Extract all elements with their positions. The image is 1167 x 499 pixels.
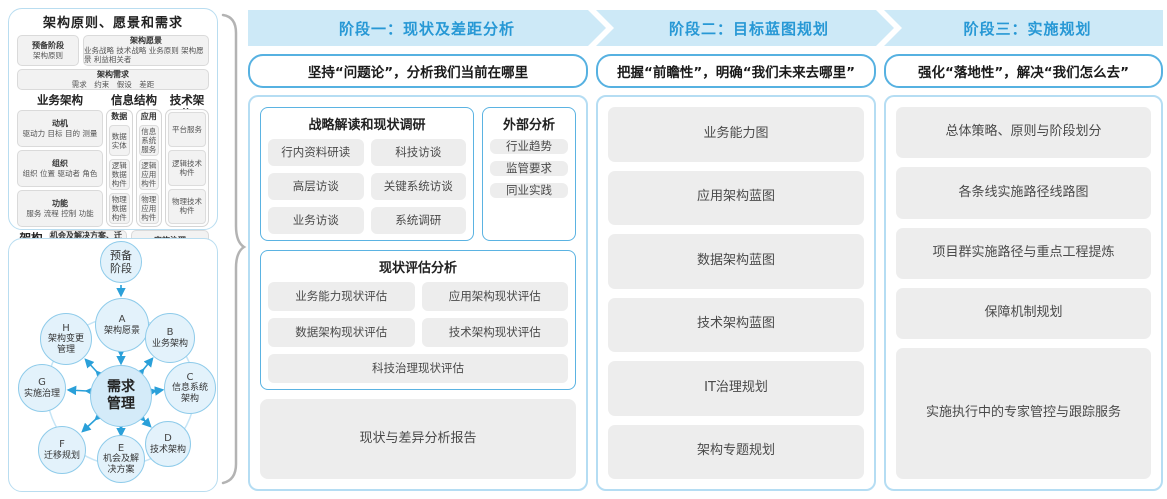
phase3-item: 总体策略、原则与阶段划分 [896,107,1151,159]
adm-node-b: B 业务架构 [145,313,195,363]
phase3-content-panel: 总体策略、原则与阶段划分 各条线实施路径线路图 项目群实施路径与重点工程提炼 保… [884,95,1163,491]
strategy-research-title: 战略解读和现状调研 [308,118,426,133]
phase1-ribbon: 阶段一：现状及差距分析 [248,10,606,46]
organization-items: 组织 位置 驱动者 角色 [22,168,98,178]
phase3-item: 项目群实施路径与重点工程提炼 [896,227,1151,279]
function-title: 功能 [52,198,68,208]
prep-phase-sub: 架构原则 [33,50,63,60]
physical-data-component-box: 物理数据构件 [109,193,130,225]
current-state-assessment-group: 现状评估分析 业务能力现状评估 应用架构现状评估 数据架构现状评估 技术架构现状… [260,250,576,390]
strategy-item: 行内资料研读 [268,139,364,166]
data-subtitle: 数据 [111,112,128,122]
physical-tech-component-box: 物理技术构件 [168,188,206,225]
strategy-item: 关键系统访谈 [370,173,466,200]
strategy-item: 科技访谈 [370,139,466,166]
strategy-item: 高层访谈 [268,173,364,200]
business-function-box: 功能 服务 流程 控制 功能 [17,190,103,228]
adm-node-g: G 实施治理 [18,364,66,412]
prep-phase-box: 预备阶段 架构原则 [17,35,79,66]
external-analysis-title: 外部分析 [502,118,555,133]
phase3-item: 各条线实施路径线路图 [896,167,1151,219]
vision-items: 业务战略 技术战略 业务原则 架构愿景 利益相关者 [84,46,204,65]
phase2-content-panel: 业务能力图 应用架构蓝图 数据架构蓝图 技术架构蓝图 IT治理规划 架构专题规划 [596,95,876,491]
prep-phase-title: 预备阶段 [32,40,64,50]
data-entity-box: 数据实体 [109,125,130,157]
overview-architecture-columns: 业务架构 动机 驱动力 目标 目的 测量 组织 组织 位置 驱动者 角色 功能 … [17,93,209,228]
phase3-ribbon: 阶段三：实施规划 [884,10,1163,46]
technology-architecture-column: 技术架构 平台服务 逻辑技术构件 物理技术构件 [165,93,209,228]
external-item: 监管要求 [490,160,568,176]
phase2-item: 数据架构蓝图 [608,234,864,289]
phase3-subtitle: 强化“落地性”，解决“我们怎么去” [884,54,1163,88]
phase2-item: 架构专题规划 [608,424,864,479]
adm-node-a: A 架构愿景 [95,298,149,352]
platform-service-box: 平台服务 [168,112,206,148]
logical-app-component-box: 逻辑应用构件 [138,159,159,191]
phase2-item: 业务能力图 [608,107,864,162]
adm-center-label: 需求管理 [107,378,135,413]
architecture-requirements-box: 架构需求 需求 约束 假设 差距 [17,68,209,91]
phase2-item: 技术架构蓝图 [608,297,864,352]
strategy-item: 业务访谈 [268,207,364,234]
business-architecture-header: 业务架构 [37,93,83,108]
phase2-item: IT治理规划 [608,361,864,416]
phase1-title: 阶段一：现状及差距分析 [338,19,515,38]
external-item: 同业实践 [490,182,568,198]
adm-node-f: F 迁移规划 [38,426,86,474]
adm-node-e: E 机会及解决方案 [97,435,145,483]
info-system-service-box: 信息系统服务 [138,125,159,157]
adm-node-d: D 技术架构 [145,421,191,467]
phase2-subtitle: 把握“前瞻性”，明确“我们未来去哪里” [596,54,876,88]
gap-analysis-report-box: 现状与差异分析报告 [260,399,576,479]
information-structure-header: 信息结构 [111,93,157,108]
phase1-content-panel: 战略解读和现状调研 行内资料研读 科技访谈 高层访谈 关键系统访谈 业务访谈 系… [248,95,588,491]
application-subcolumn: 应用 信息系统服务 逻辑应用构件 物理应用构件 [135,109,162,228]
phase3-title: 阶段三：实施规划 [963,19,1092,38]
assessment-item: 科技治理现状评估 [268,354,568,383]
assessment-item: 业务能力现状评估 [268,282,415,311]
external-analysis-group: 外部分析 行业趋势 监管要求 同业实践 [482,107,576,241]
application-subtitle: 应用 [140,112,157,122]
adm-node-c: C 信息系统架构 [164,362,216,414]
motivation-title: 动机 [52,118,68,128]
requirements-items: 需求 约束 假设 差距 [71,79,155,89]
strategy-research-group: 战略解读和现状调研 行内资料研读 科技访谈 高层访谈 关键系统访谈 业务访谈 系… [260,107,474,241]
phase2-ribbon: 阶段二：目标蓝图规划 [596,10,894,46]
requirements-title: 架构需求 [97,69,129,79]
vision-title: 架构愿景 [130,36,162,45]
curly-brace-connector [221,13,247,485]
strategy-item: 系统调研 [370,207,466,234]
technology-architecture-header: 技术架构 [169,93,205,121]
assessment-item: 技术架构现状评估 [421,318,568,347]
logical-data-component-box: 逻辑数据构件 [109,159,130,191]
organization-title: 组织 [52,158,68,168]
business-motivation-box: 动机 驱动力 目标 目的 测量 [17,110,103,148]
data-subcolumn: 数据 数据实体 逻辑数据构件 物理数据构件 [106,109,133,228]
assessment-item: 应用架构现状评估 [421,282,568,311]
phase2-item: 应用架构蓝图 [608,170,864,225]
adm-node-preliminary: 预备阶段 [100,241,142,283]
overview-title: 架构原则、愿景和需求 [42,16,183,31]
phase2-title: 阶段二：目标蓝图规划 [668,19,829,38]
overview-row-prep-vision: 预备阶段 架构原则 架构愿景 业务战略 技术战略 业务原则 架构愿景 利益相关者 [17,35,209,66]
logical-tech-component-box: 逻辑技术构件 [168,150,206,186]
business-organization-box: 组织 组织 位置 驱动者 角色 [17,150,103,188]
motivation-items: 驱动力 目标 目的 测量 [22,128,98,138]
phase1-subtitle: 坚持“问题论”，分析我们当前在哪里 [248,54,588,88]
physical-app-component-box: 物理应用构件 [138,193,159,225]
architecture-vision-box: 架构愿景 业务战略 技术战略 业务原则 架构愿景 利益相关者 [83,35,209,66]
assessment-title: 现状评估分析 [378,261,457,276]
function-items: 服务 流程 控制 功能 [26,208,94,218]
phase3-item: 实施执行中的专家管控与跟踪服务 [896,348,1151,479]
assessment-item: 数据架构现状评估 [268,318,415,347]
phase3-item: 保障机制规划 [896,287,1151,340]
adm-node-h: H 架构变更管理 [40,313,92,365]
architecture-overview-panel: 架构原则、愿景和需求 预备阶段 架构原则 架构愿景 业务战略 技术战略 业务原则… [8,8,218,262]
adm-preliminary-label: 预备阶段 [110,248,132,275]
external-item: 行业趋势 [490,139,568,154]
adm-cycle-panel: 预备阶段 A 架构愿景 B 业务架构 C 信息系统架构 D 技术架构 E 机会及… [8,238,218,492]
business-architecture-column: 业务架构 动机 驱动力 目标 目的 测量 组织 组织 位置 驱动者 角色 功能 … [17,93,103,228]
information-structure-column: 信息结构 数据 数据实体 逻辑数据构件 物理数据构件 应用 信息系统服务 逻辑应… [106,93,162,228]
adm-node-requirements-management: 需求管理 [90,365,152,427]
